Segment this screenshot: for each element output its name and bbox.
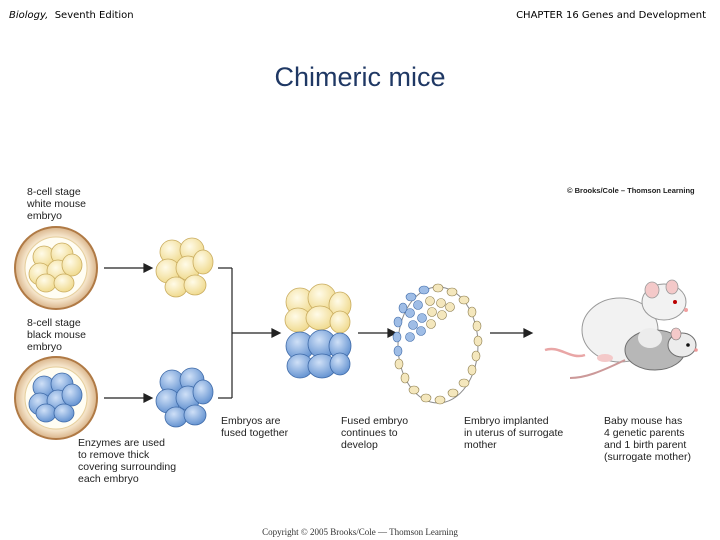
label-line: 8-cell stage [27,186,81,198]
label-line: continues to [341,427,398,439]
label-line: white mouse [27,198,86,210]
label-line: embryo [27,210,63,222]
fusion-bracket-arrow [218,267,282,399]
label-baby-mouse: Baby mouse has 4 genetic parents and 1 b… [604,415,691,463]
label-fused-continues: Fused embryo continues to develop [341,415,408,451]
arrow-to-mice [490,328,534,338]
label-line: embryo [27,341,63,353]
label-enzymes: Enzymes are used to remove thick coverin… [78,437,176,485]
label-line: mother [464,439,497,451]
label-line: Baby mouse has [604,415,683,427]
label-black-embryo: 8-cell stage black mouse embryo [27,317,86,353]
label-line: 8-cell stage [27,317,81,329]
label-line: fused together [221,427,289,439]
label-fused-together: Embryos are fused together [221,415,288,439]
label-line: Embryos are [221,415,281,427]
label-line: develop [341,439,378,451]
label-line: in uterus of surrogate [464,427,564,439]
figure-credit: © Brooks/Cole – Thomson Learning [567,186,695,195]
inner-cell-mass [405,296,455,342]
arrow-to-blastocyst [358,328,398,338]
book-name: Biology, [9,10,49,21]
label-line: each embryo [78,473,139,485]
white-embryo-with-zona [14,226,98,310]
edition: Seventh Edition [54,10,134,21]
slide-title: Chimeric mice [274,62,446,92]
label-line: Fused embryo [341,415,409,427]
book-title: Biology, Seventh Edition [9,10,134,21]
fused-embryo [284,283,352,379]
label-line: Embryo implanted [464,415,549,427]
naked-black-embryo [155,367,214,428]
label-line: covering surrounding [78,461,177,473]
chapter-title: CHAPTER 16 Genes and Development [516,10,706,21]
baby-mouse-icon [569,327,698,379]
label-line: black mouse [27,329,86,341]
label-white-embryo: 8-cell stage white mouse embryo [27,186,86,222]
label-line: Enzymes are used [78,437,165,449]
label-line: and 1 birth parent [604,439,687,451]
naked-white-embryo [155,237,214,298]
copyright-footer: Copyright © 2005 Brooks/Cole — Thomson L… [262,527,458,537]
label-line: to remove thick [78,449,150,461]
label-line: 4 genetic parents [604,427,685,439]
zona-removal-arrows [104,263,154,403]
label-line: (surrogate mother) [604,451,691,463]
label-implanted: Embryo implanted in uterus of surrogate … [464,415,563,451]
black-embryo-with-zona [14,356,98,440]
blastocyst [392,283,483,405]
